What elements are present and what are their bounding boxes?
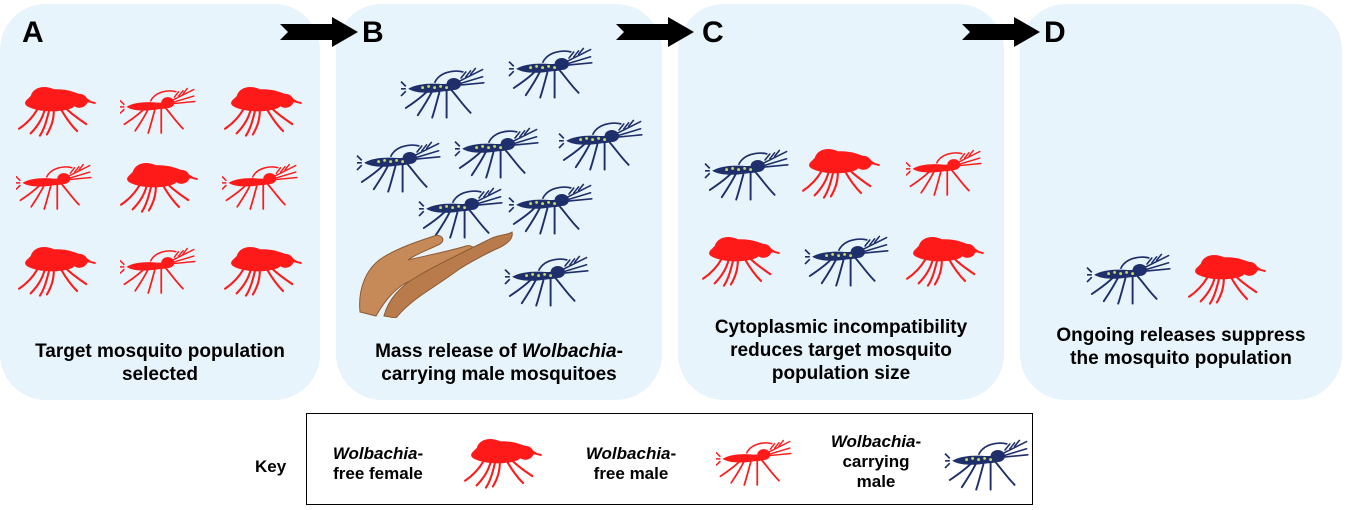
- blue-male-mosquito-icon: [508, 176, 594, 236]
- blue-male-mosquito-icon: [944, 432, 1030, 492]
- red-male-mosquito-icon: [120, 80, 196, 136]
- panel-d: D Ongoing releases suppress the mosquito…: [1020, 4, 1342, 400]
- blue-male-mosquito-icon: [804, 228, 890, 288]
- red-female-mosquito-icon: [12, 80, 98, 138]
- panel-b-caption: Mass release of Wolbachia- carrying male…: [375, 341, 623, 385]
- releasing-hands-icon: [359, 231, 513, 318]
- panel-letter-d: D: [1044, 16, 1066, 49]
- blue-male-mosquito-icon: [1086, 246, 1172, 306]
- arrow-b-to-c-icon: [616, 17, 694, 47]
- blue-male-mosquito-icon: [558, 112, 644, 172]
- key-label: Key: [255, 457, 287, 476]
- blue-male-mosquito-icon: [508, 40, 594, 100]
- panel-b: B Mass release of Wolbachia- carrying ma…: [336, 4, 662, 400]
- red-female-mosquito-icon: [218, 80, 304, 138]
- panel-letter-b: B: [362, 16, 384, 49]
- red-male-mosquito-icon: [120, 240, 196, 296]
- red-male-mosquito-icon: [906, 142, 982, 198]
- red-female-mosquito-icon: [900, 230, 986, 288]
- key-item-carrying-label: Wolbachia- carrying male: [830, 432, 922, 491]
- blue-male-mosquito-icon: [704, 142, 790, 202]
- red-female-mosquito-icon: [796, 142, 882, 200]
- red-female-mosquito-icon: [218, 240, 304, 298]
- panel-c-caption: Cytoplasmic incompatibility reduces targ…: [714, 317, 968, 384]
- arrow-c-to-d-icon: [962, 17, 1040, 47]
- red-female-mosquito-icon: [458, 432, 544, 490]
- panel-a-caption: Target mosquito population selected: [35, 341, 285, 385]
- key-box: [306, 413, 1033, 505]
- arrow-a-to-b-icon: [280, 17, 358, 47]
- red-female-mosquito-icon: [1182, 248, 1268, 306]
- blue-male-mosquito-icon: [454, 120, 540, 180]
- panel-d-caption: Ongoing releases suppress the mosquito p…: [1056, 325, 1306, 369]
- panel-letter-a: A: [22, 16, 44, 49]
- blue-male-mosquito-icon: [400, 60, 486, 120]
- panel-a: A Target mosquito population selected: [0, 4, 320, 400]
- panel-letter-c: C: [702, 16, 724, 49]
- red-male-mosquito-icon: [16, 156, 92, 212]
- red-male-mosquito-icon: [716, 432, 792, 488]
- red-male-mosquito-icon: [222, 156, 298, 212]
- red-female-mosquito-icon: [696, 230, 782, 288]
- red-female-mosquito-icon: [114, 156, 200, 214]
- red-female-mosquito-icon: [12, 240, 98, 298]
- key-item-female-label: Wolbachia- free female: [332, 444, 424, 483]
- panel-c: C Cytoplasmic incompatibility reduces ta…: [678, 4, 1004, 400]
- key-item-male-label: Wolbachia- free male: [585, 444, 677, 483]
